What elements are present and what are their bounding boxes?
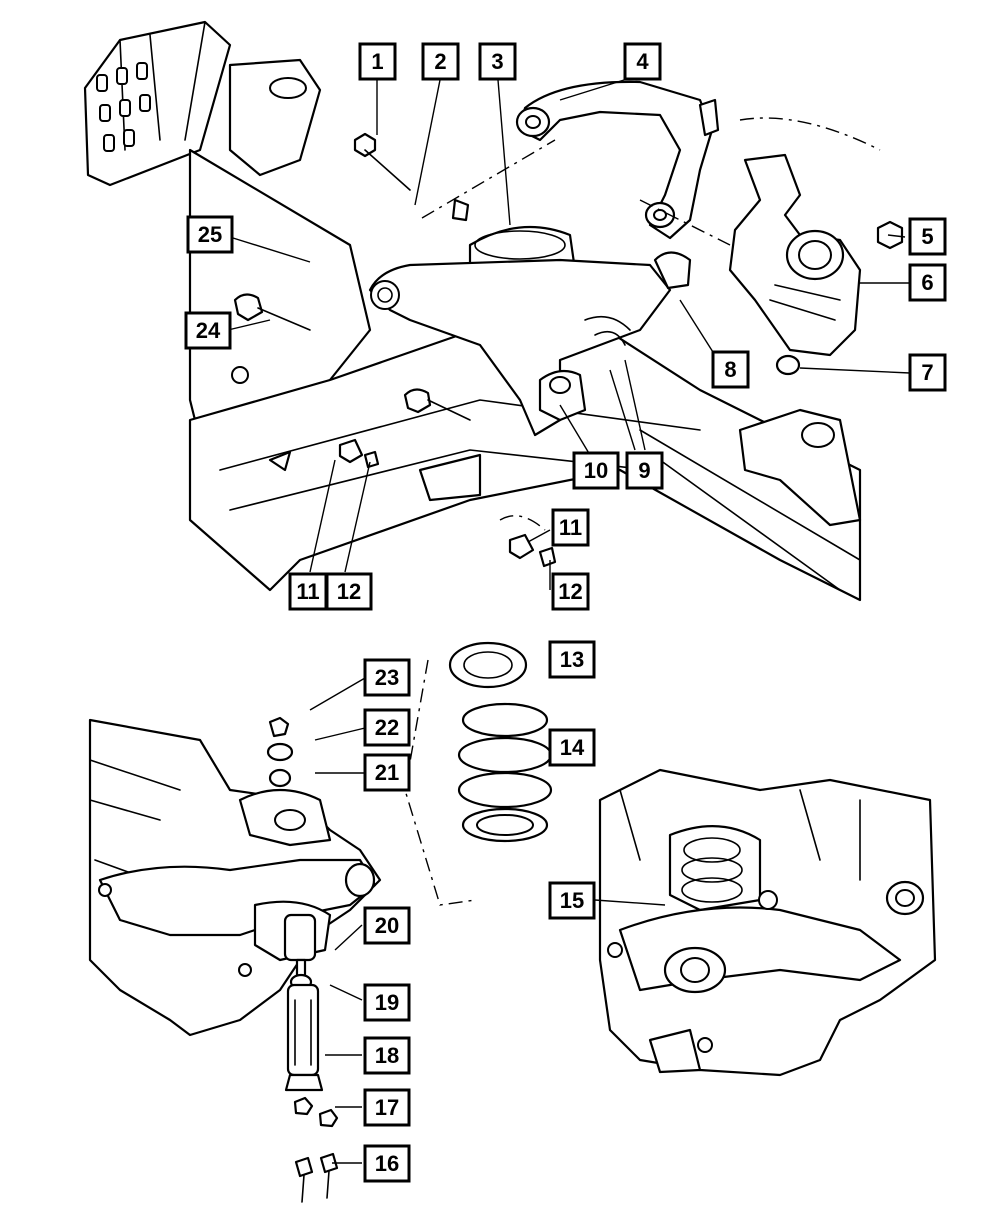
callout-12-bottom: 12 — [325, 572, 373, 611]
svg-text:8: 8 — [724, 357, 736, 382]
svg-text:1: 1 — [371, 49, 383, 74]
svg-text:19: 19 — [375, 990, 399, 1015]
svg-text:15: 15 — [560, 888, 584, 913]
bottom-left-assembly — [88, 641, 553, 1203]
callout-25: 25 — [186, 215, 234, 254]
callout-2: 2 — [421, 42, 460, 81]
callout-17: 17 — [363, 1088, 411, 1127]
steering-knuckle — [728, 153, 862, 357]
svg-text:7: 7 — [921, 360, 933, 385]
leader-lines — [227, 79, 911, 1164]
callout-23: 23 — [363, 658, 411, 697]
svg-text:6: 6 — [921, 270, 933, 295]
svg-text:2: 2 — [434, 49, 446, 74]
svg-text:24: 24 — [196, 318, 221, 343]
svg-text:23: 23 — [375, 665, 399, 690]
svg-text:11: 11 — [559, 515, 582, 540]
callout-8: 8 — [711, 350, 750, 389]
svg-text:20: 20 — [375, 913, 399, 938]
callout-1: 1 — [358, 42, 397, 81]
top-fasteners — [233, 132, 904, 568]
svg-text:12: 12 — [558, 579, 582, 604]
svg-text:14: 14 — [560, 735, 585, 760]
bottom-right-assembly — [598, 768, 937, 1077]
svg-text:11: 11 — [296, 579, 319, 604]
svg-text:3: 3 — [491, 49, 503, 74]
callout-22: 22 — [363, 708, 411, 747]
callouts: 1 2 3 4 5 6 7 8 9 10 11 11 12 12 13 14 1… — [184, 42, 947, 1183]
callout-6: 6 — [908, 263, 947, 302]
lower-control-arm — [368, 251, 692, 437]
svg-text:16: 16 — [375, 1151, 399, 1176]
callout-18: 18 — [363, 1036, 411, 1075]
svg-text:13: 13 — [560, 647, 584, 672]
svg-text:5: 5 — [921, 224, 933, 249]
callout-24: 24 — [184, 311, 232, 350]
callout-15: 15 — [548, 881, 596, 920]
callout-9: 9 — [625, 451, 664, 490]
svg-text:4: 4 — [636, 49, 649, 74]
callout-3: 3 — [478, 42, 517, 81]
svg-text:12: 12 — [337, 579, 361, 604]
coil-spring-group — [448, 641, 553, 843]
callout-5: 5 — [908, 217, 947, 256]
top-assembly — [83, 20, 904, 602]
shock-fasteners — [266, 716, 339, 1203]
svg-text:17: 17 — [375, 1095, 399, 1120]
callout-20: 20 — [363, 906, 411, 945]
svg-text:21: 21 — [375, 760, 399, 785]
callout-13: 13 — [548, 640, 596, 679]
callout-11-top: 11 — [551, 508, 590, 547]
frame-bracket — [83, 20, 322, 187]
callout-11-bottom: 11 — [288, 572, 328, 611]
callout-12-top: 12 — [551, 572, 590, 611]
callout-14: 14 — [548, 728, 596, 767]
callout-19: 19 — [363, 983, 411, 1022]
callout-10: 10 — [572, 451, 620, 490]
svg-text:9: 9 — [638, 458, 650, 483]
callout-4: 4 — [623, 42, 662, 81]
callout-21: 21 — [363, 753, 411, 792]
callout-16: 16 — [363, 1144, 411, 1183]
svg-text:25: 25 — [198, 222, 222, 247]
callout-7: 7 — [908, 353, 947, 392]
svg-text:18: 18 — [375, 1043, 399, 1068]
shock-absorber — [283, 913, 324, 1092]
svg-text:22: 22 — [375, 715, 399, 740]
svg-text:10: 10 — [584, 458, 608, 483]
upper-control-arm — [515, 80, 720, 240]
